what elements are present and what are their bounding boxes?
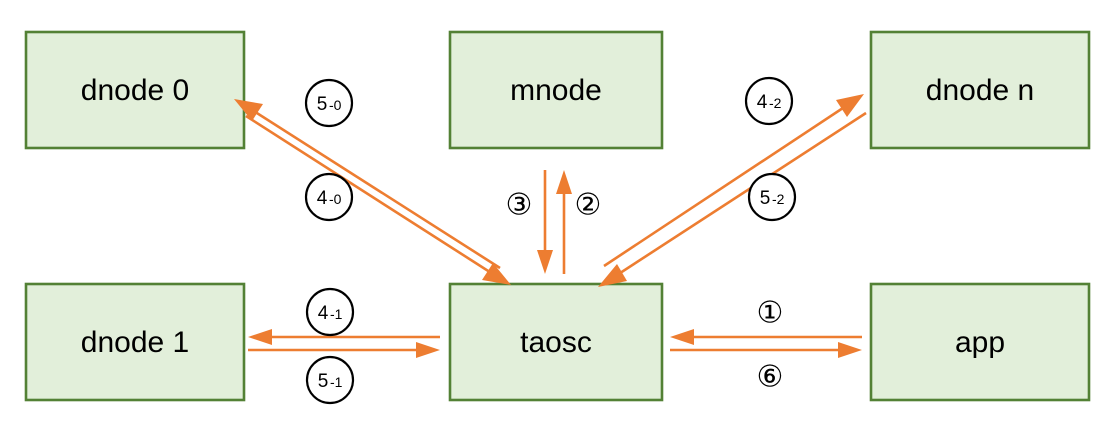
step-marker-2[interactable]: ② [575,188,602,223]
marker-sub-label: -2 [769,95,782,111]
step-marker-5-1[interactable]: 5 -1 [305,355,355,405]
marker-sub-label: -0 [329,191,342,207]
marker-circle[interactable] [304,172,354,222]
step-marker-4-2[interactable]: 4 -2 [744,76,794,126]
marker-circle[interactable] [305,287,355,337]
node-label: mnode [510,74,602,107]
arrow-2 [556,170,572,274]
marker-main-label: 4 [757,92,768,113]
marker-main-label: 5 [318,371,329,392]
node-box[interactable] [24,30,246,150]
arrow-1 [670,329,862,345]
marker-circle[interactable] [744,76,794,126]
arrow-head [234,99,263,121]
arrow-head [836,94,864,117]
node-label: taosc [520,326,592,359]
node-label: app [955,326,1005,359]
marker-sub-label: -1 [330,306,343,322]
arrow-4-1 [248,329,440,345]
arrow-shaft [613,111,867,279]
arrow-head [598,264,627,287]
arrow-shaft [603,102,850,268]
node-dnode1[interactable]: dnode 1 [24,282,246,402]
step-marker-3[interactable]: ③ [506,188,533,223]
marker-sub-label: -1 [330,374,343,390]
node-mnode[interactable]: mnode [448,30,664,150]
arrow-head [838,342,862,358]
node-box[interactable] [869,282,1091,402]
step-marker-1[interactable]: ① [757,296,784,331]
arrow-5-2 [598,111,867,287]
arrow-5-0 [234,99,501,270]
marker-sub-label: -2 [772,191,785,207]
marker-main-label: 5 [317,94,328,115]
node-label: dnode 0 [81,74,189,107]
marker-main-label: 4 [318,303,329,324]
marker-main-label: 5 [760,188,771,209]
arrow-head [556,170,572,194]
node-box[interactable] [24,282,246,402]
arrow-4-2 [603,94,864,268]
node-label: dnode n [926,74,1034,107]
arrow-head [537,250,553,274]
arrow-head [482,263,511,285]
step-marker-5-2[interactable]: 5 -2 [747,172,797,222]
node-label: dnode 1 [81,326,189,359]
arrow-3 [537,170,553,274]
node-dnode0[interactable]: dnode 0 [24,30,246,150]
step-marker-4-0[interactable]: 4 -0 [304,172,354,222]
marker-main-label: 4 [317,188,328,209]
arrow-6 [670,342,862,358]
step-marker-4-1[interactable]: 4 -1 [305,287,355,337]
arrow-5-1 [248,342,440,358]
arrow-head [670,329,694,345]
step-marker-6[interactable]: ⑥ [757,360,784,395]
node-box[interactable] [869,30,1091,150]
marker-circle[interactable] [305,355,355,405]
marker-sub-label: -0 [329,97,342,113]
node-box[interactable] [448,282,664,402]
arrow-shaft [245,114,497,278]
node-box[interactable] [448,30,664,150]
node-taosc[interactable]: taosc [448,282,664,402]
node-dnoden[interactable]: dnode n [869,30,1091,150]
arrow-4-0 [245,114,511,285]
marker-circle[interactable] [747,172,797,222]
step-marker-5-0[interactable]: 5 -0 [304,78,354,128]
arrow-shaft [248,106,501,270]
arrow-head [248,329,272,345]
marker-circle[interactable] [304,78,354,128]
arrow-head [416,342,440,358]
node-app[interactable]: app [869,282,1091,402]
